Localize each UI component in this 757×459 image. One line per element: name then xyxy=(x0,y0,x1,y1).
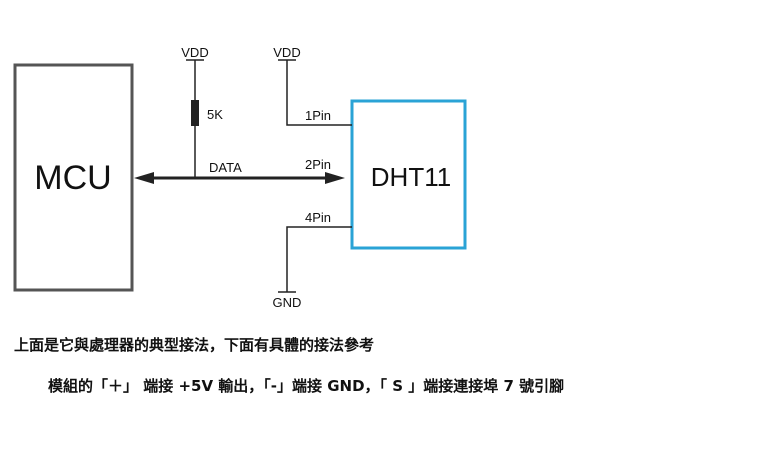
caption-line-2: 模組的「＋」 端接 +5V 輸出，「-」端接 GND，「 S 」端接連接埠 7 … xyxy=(48,377,565,395)
data-arrow-left xyxy=(134,172,154,184)
mcu-box xyxy=(13,63,134,292)
dht11-box xyxy=(350,99,467,250)
pullup-resistor xyxy=(191,100,199,126)
caption-line-1: 上面是它與處理器的典型接法，下面有具體的接法參考 xyxy=(14,336,375,354)
dht11-wiring-diagram: MCU DHT11 VDD 5K DATA 2Pin VDD 1Pin 4Pin… xyxy=(13,45,467,310)
vdd-left-label: VDD xyxy=(181,45,208,60)
dht11-label: DHT11 xyxy=(371,162,451,192)
pin2-label: 2Pin xyxy=(305,157,331,172)
pin4-label: 4Pin xyxy=(305,210,331,225)
vdd-right-label: VDD xyxy=(273,45,300,60)
data-label: DATA xyxy=(209,160,242,175)
pin4-wire xyxy=(286,226,352,292)
mcu-label: MCU xyxy=(34,159,111,197)
resistor-label: 5K xyxy=(207,107,223,122)
pin1-label: 1Pin xyxy=(305,108,331,123)
gnd-label: GND xyxy=(273,295,302,310)
pin1-wire xyxy=(286,60,352,126)
data-arrow-right xyxy=(325,172,345,184)
